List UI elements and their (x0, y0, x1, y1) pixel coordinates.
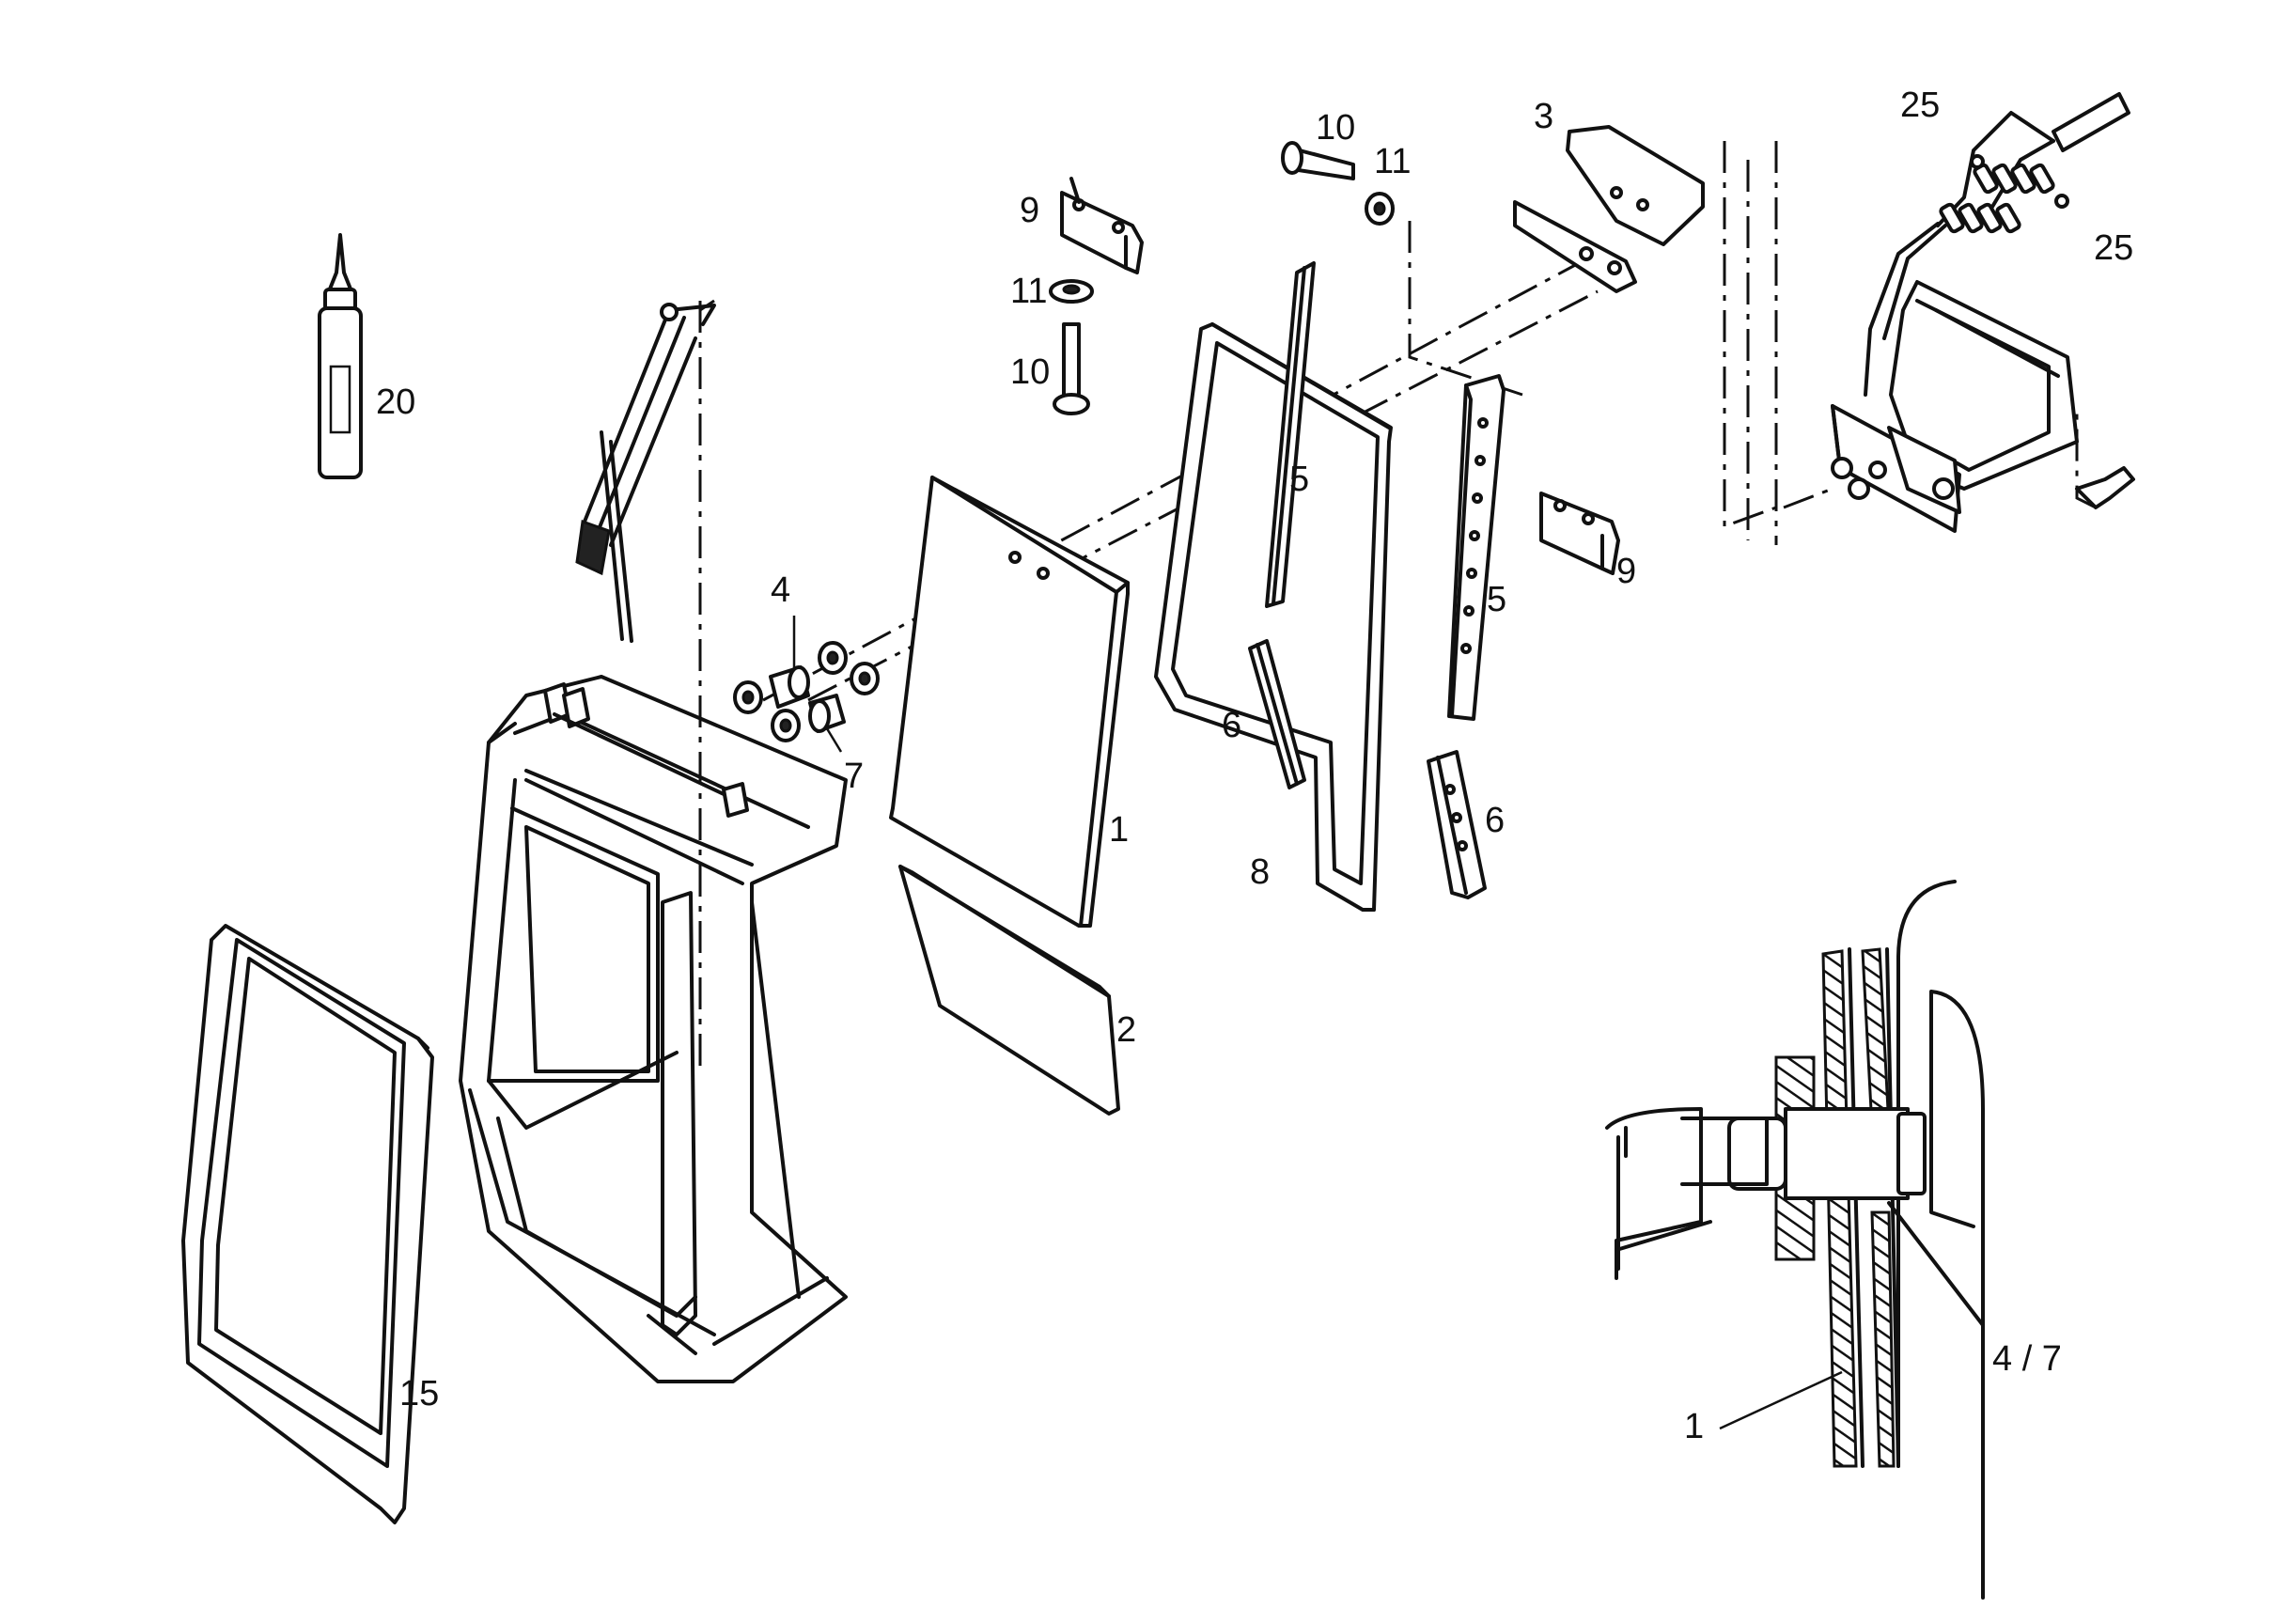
door-seal (181, 924, 434, 1524)
rubber-strips (1248, 261, 1506, 899)
glass-pane (889, 476, 1130, 928)
label-25-top: 25 (1900, 86, 1940, 125)
label-9-right: 9 (1616, 552, 1636, 591)
lower-glass (898, 865, 1120, 1116)
label-4: 4 (771, 570, 790, 610)
glass-seal (1154, 322, 1393, 912)
wiper-arm (575, 299, 716, 1070)
label-5-right: 5 (1487, 580, 1506, 619)
label-25-right: 25 (2094, 228, 2133, 268)
sealant-cartridge (318, 233, 363, 479)
callout-labels: 20 10 10 11 11 9 9 3 25 25 4 7 1 2 5 5 6… (376, 86, 2133, 1446)
label-1: 1 (1109, 810, 1129, 850)
label-10-top: 10 (1316, 108, 1355, 148)
bushings (733, 616, 880, 753)
detail-label-1: 1 (1684, 1407, 1704, 1446)
label-11-top: 11 (1374, 142, 1411, 181)
wiring-harness (1936, 92, 2130, 234)
connectors (1939, 154, 2069, 234)
detail-cross-section (1605, 880, 1985, 1600)
label-8: 8 (1250, 852, 1270, 892)
wiper-motor (1831, 222, 2135, 533)
screws-washers (1049, 141, 1395, 415)
cab-frame (459, 675, 848, 1383)
label-2: 2 (1116, 1010, 1136, 1050)
label-5-center: 5 (1289, 460, 1309, 499)
label-11-left: 11 (1010, 272, 1047, 311)
detail-label-4-7: 4 / 7 (1992, 1339, 2062, 1379)
label-20: 20 (376, 383, 415, 422)
label-6-center: 6 (1222, 706, 1241, 745)
bracket-plate (1513, 125, 1705, 293)
label-7: 7 (844, 757, 864, 796)
brackets (1060, 177, 1620, 575)
label-10-left: 10 (1010, 352, 1050, 392)
label-6-right: 6 (1485, 801, 1505, 840)
strip-holes (1460, 417, 1489, 654)
label-3: 3 (1534, 97, 1553, 136)
label-9-top: 9 (1020, 191, 1039, 230)
label-15: 15 (399, 1374, 439, 1413)
